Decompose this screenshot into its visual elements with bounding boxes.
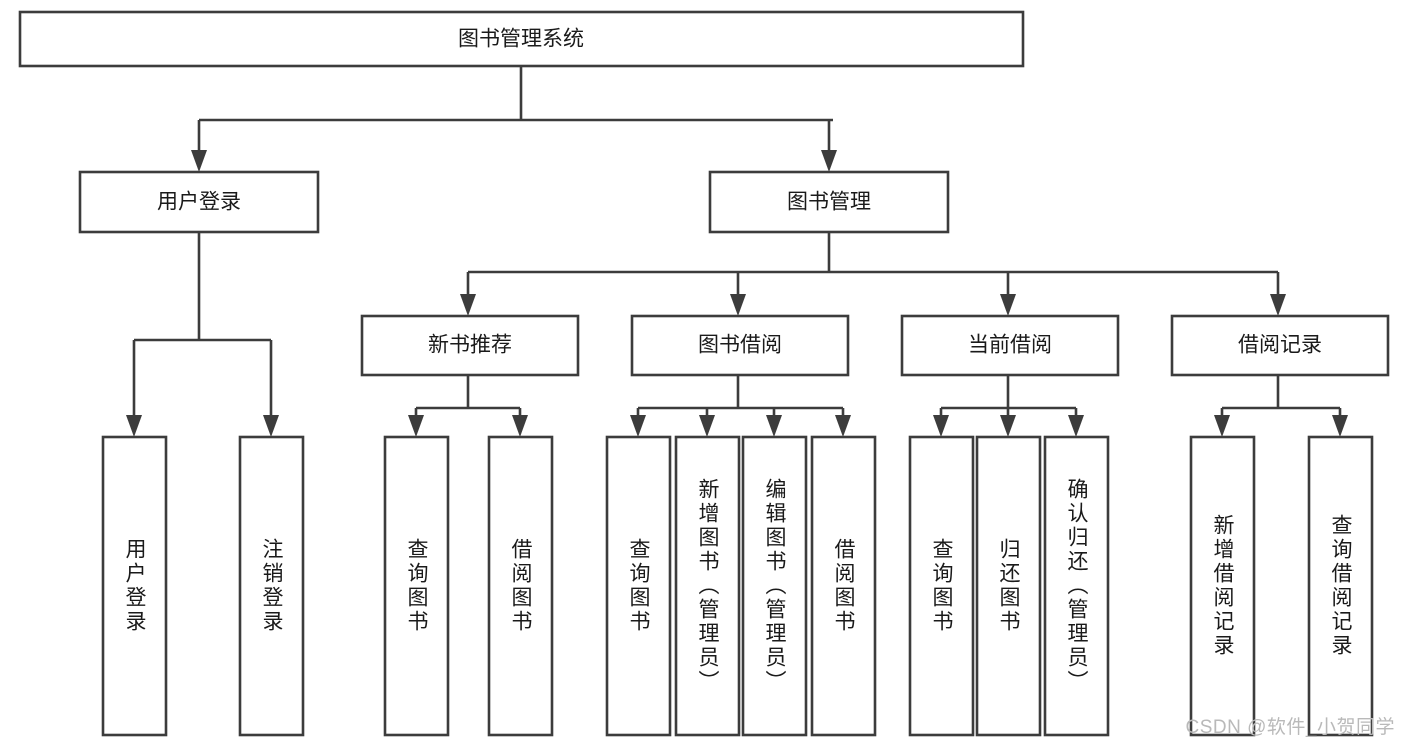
leaf-current-borrow-1[interactable]: [975, 435, 1042, 737]
leaf-current-borrow-0[interactable]: [908, 435, 975, 737]
leaf-book-borrow-0[interactable]: [605, 435, 672, 737]
node-book-management-label: 图书管理: [787, 191, 871, 214]
node-book-management[interactable]: [708, 170, 950, 234]
leaf-book-borrow-3[interactable]: [810, 435, 877, 737]
leaf-new-book-1[interactable]: [487, 435, 554, 737]
connector-group-book-management: [460, 232, 1286, 316]
node-borrow-records-label: 借阅记录: [1238, 334, 1322, 357]
node-new-book-recommend[interactable]: [360, 314, 580, 377]
node-root-system-label: 图书管理系统: [458, 28, 584, 51]
connector-group-new-book: [408, 375, 528, 437]
node-current-borrow[interactable]: [900, 314, 1120, 377]
leaf-user-login-1[interactable]: [238, 435, 305, 737]
leaf-borrow-records-1[interactable]: [1307, 435, 1374, 737]
connector-group-current-borrow: [933, 375, 1084, 437]
connector-group-user-login: [126, 232, 279, 437]
node-current-borrow-label: 当前借阅: [968, 334, 1052, 357]
node-book-borrow[interactable]: [630, 314, 850, 377]
leaf-new-book-0[interactable]: [383, 435, 450, 737]
leaf-current-borrow-2[interactable]: [1043, 435, 1110, 737]
leaf-user-login-0[interactable]: [101, 435, 168, 737]
node-root-system[interactable]: [18, 10, 1025, 68]
node-new-book-recommend-label: 新书推荐: [428, 334, 512, 357]
connector-group-root: [191, 66, 837, 172]
connector-group-book-borrow: [630, 375, 851, 437]
node-book-borrow-label: 图书借阅: [698, 334, 782, 357]
node-user-login-label: 用户登录: [157, 191, 241, 214]
node-borrow-records[interactable]: [1170, 314, 1390, 377]
leaf-borrow-records-0[interactable]: [1189, 435, 1256, 737]
connector-group-borrow-records: [1214, 375, 1348, 437]
leaf-book-borrow-2[interactable]: [741, 435, 808, 737]
node-user-login[interactable]: [78, 170, 320, 234]
csdn-watermark: CSDN @软件_小贺同学: [1185, 717, 1395, 738]
leaf-book-borrow-1[interactable]: [674, 435, 741, 737]
